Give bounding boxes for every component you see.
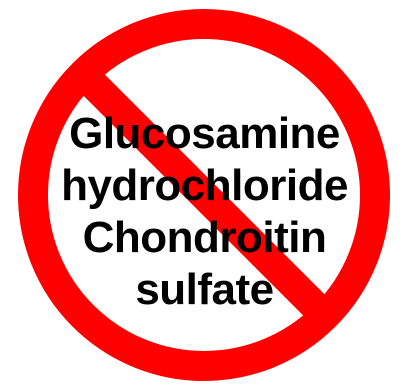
prohibition-ring (18, 9, 390, 381)
prohibition-slash (73, 64, 335, 326)
supplement-name-label: Glucosamine hydrochloride Chondroitin su… (0, 108, 409, 316)
label-line-4: sulfate (135, 265, 274, 314)
label-line-3: Chondroitin (82, 213, 327, 262)
label-line-1: Glucosamine (69, 109, 340, 158)
label-line-2: hydrochloride (61, 161, 348, 210)
